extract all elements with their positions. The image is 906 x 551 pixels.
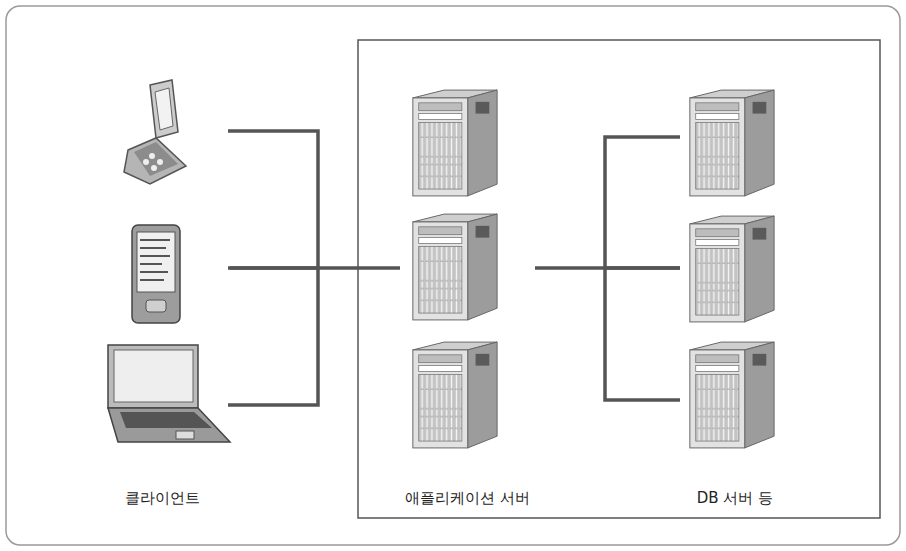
laptop — [108, 345, 230, 442]
group-label: 애플리케이션 서버 — [400, 488, 535, 508]
connector-line — [230, 266, 400, 270]
db-server-icon — [690, 90, 774, 196]
server-group-frame — [358, 40, 880, 518]
group-label: DB 서버 등 — [680, 488, 790, 508]
group-box: 애플리케이션 서버 — [400, 70, 535, 520]
flip-phone — [124, 80, 186, 184]
app-server-icon — [413, 214, 497, 320]
app-server-icon — [413, 342, 497, 448]
outer-frame — [6, 6, 900, 545]
db-server-icon — [690, 216, 774, 322]
group-box: DB 서버 등 — [680, 70, 790, 520]
app-server-icon — [413, 90, 497, 196]
group-box: 클라이언트 — [95, 70, 230, 520]
group-label: 클라이언트 — [95, 488, 230, 508]
connector-line — [535, 266, 680, 270]
pda — [132, 225, 180, 323]
db-server-icon — [690, 342, 774, 448]
